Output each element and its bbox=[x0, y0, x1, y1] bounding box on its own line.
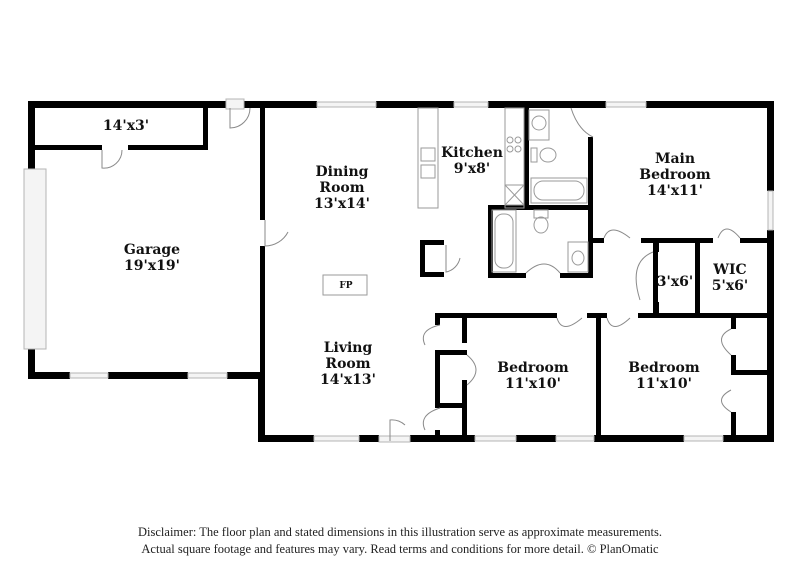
room-dimensions: 11'x10' bbox=[505, 376, 561, 392]
room-name-line1: Main bbox=[654, 151, 696, 167]
room-label-garage: Garage 19'x19' bbox=[124, 242, 180, 274]
room-label-bedroom-3: Bedroom 11'x10' bbox=[628, 360, 699, 392]
room-label-closet: 3'x6' bbox=[657, 274, 693, 290]
room-dimensions: 14'x3' bbox=[102, 118, 150, 134]
room-name: WIC bbox=[713, 262, 747, 278]
room-dimensions: 5'x6' bbox=[711, 278, 749, 294]
room-name-line1: Dining bbox=[315, 164, 369, 180]
room-label-living-room: Living Room 14'x13' bbox=[320, 340, 376, 388]
room-dimensions: 14'x13' bbox=[320, 372, 376, 388]
fireplace-label: FP bbox=[339, 281, 353, 291]
room-label-kitchen: Kitchen 9'x8' bbox=[441, 145, 503, 177]
room-name: Bedroom bbox=[497, 360, 569, 376]
disclaimer-line-2: Actual square footage and features may v… bbox=[141, 542, 659, 556]
room-label-wic: WIC 5'x6' bbox=[712, 262, 748, 294]
door-swings bbox=[101, 107, 741, 441]
room-name: Bedroom bbox=[628, 360, 700, 376]
room-label-storage: 14'x3' bbox=[103, 118, 149, 134]
room-label-bedroom-2: Bedroom 11'x10' bbox=[497, 360, 568, 392]
room-label-main-bedroom: Main Bedroom 14'x11' bbox=[639, 151, 710, 199]
room-name-line2: Room bbox=[325, 356, 371, 372]
disclaimer-line-1: Disclaimer: The floor plan and stated di… bbox=[138, 525, 662, 539]
room-label-dining-room: Dining Room 13'x14' bbox=[314, 164, 370, 212]
interior-walls bbox=[35, 108, 774, 441]
room-dimensions: 19'x19' bbox=[124, 258, 180, 274]
room-dimensions: 9'x8' bbox=[453, 161, 491, 177]
room-dimensions: 11'x10' bbox=[636, 376, 692, 392]
kitchen-fixtures bbox=[322, 107, 525, 296]
room-name: Garage bbox=[123, 242, 181, 258]
room-name-line2: Room bbox=[319, 180, 365, 196]
exterior-walls bbox=[28, 101, 774, 442]
room-dimensions: 3'x6' bbox=[656, 274, 694, 290]
bathroom-fixtures bbox=[491, 109, 589, 273]
room-name-line1: Living bbox=[323, 340, 373, 356]
room-name: Kitchen bbox=[441, 145, 503, 161]
disclaimer: Disclaimer: The floor plan and stated di… bbox=[0, 524, 800, 558]
room-dimensions: 14'x11' bbox=[647, 183, 703, 199]
windows bbox=[23, 98, 774, 443]
room-name-line2: Bedroom bbox=[639, 167, 711, 183]
room-dimensions: 13'x14' bbox=[314, 196, 370, 212]
